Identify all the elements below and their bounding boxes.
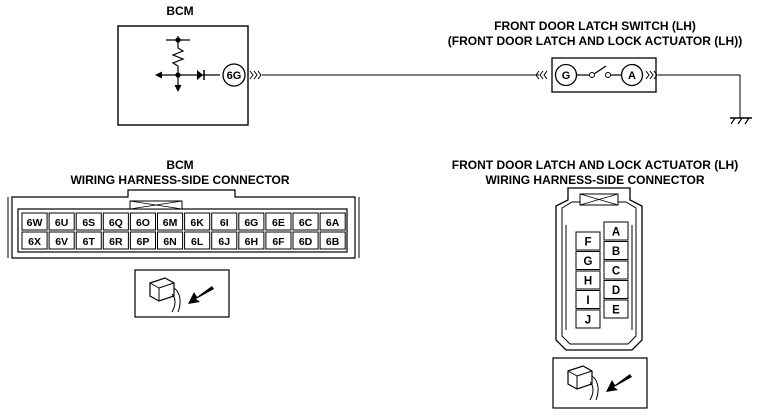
bcm-pin-cell <box>211 231 238 250</box>
bcm-pin-cell <box>48 231 75 250</box>
bcm-pin-cell <box>75 231 102 250</box>
bcm-pin-cell <box>265 212 292 231</box>
switch-contact-icon <box>593 65 607 75</box>
bcm-pin-label: 6H <box>245 236 258 248</box>
bcm-pin-cell <box>184 212 211 231</box>
actuator-pin-label: B <box>612 246 620 258</box>
actuator-pin-cell <box>603 299 629 319</box>
bcm-pin-cell <box>157 212 184 231</box>
diode-icon <box>197 70 205 80</box>
bcm-pin-label: 6D <box>299 236 313 248</box>
bcm-pin-cell <box>292 231 319 250</box>
bcm-pin-label: 6I <box>220 217 229 229</box>
bcm-pin-cell <box>319 212 346 231</box>
resistor-icon <box>171 47 185 67</box>
svg-text:A: A <box>628 70 636 82</box>
actuator-pin-label: A <box>612 227 620 239</box>
bcm-connector-title-2: WIRING HARNESS-SIDE CONNECTOR <box>70 173 290 187</box>
actuator-pin-cell <box>575 231 601 251</box>
switch-title-line-2: (FRONT DOOR LATCH AND LOCK ACTUATOR (LH)… <box>447 34 743 48</box>
bcm-pin-label: 6B <box>326 236 340 248</box>
actuator-pin-label: F <box>584 237 591 249</box>
bcm-pin-label: 6U <box>55 217 68 229</box>
actuator-pin-cell <box>603 280 629 299</box>
bcm-pin-label: 6J <box>218 236 230 248</box>
actuator-connector-title-1: FRONT DOOR LATCH AND LOCK ACTUATOR (LH) <box>451 158 739 172</box>
bcm-pin-label: 6G <box>244 217 258 229</box>
bcm-pin-cell <box>75 212 102 231</box>
actuator-pin-cell <box>575 290 601 309</box>
actuator-pin-label: H <box>584 276 592 288</box>
bcm-pin-cell <box>48 212 75 231</box>
bcm-pin-cell <box>102 231 129 250</box>
bcm-pin-label: 6E <box>272 217 285 229</box>
actuator-pin-cell <box>575 270 601 290</box>
actuator-pin-label: I <box>586 295 589 307</box>
connector-view-icon <box>134 269 230 318</box>
bcm-pin-cell <box>129 231 156 250</box>
actuator-pin-cell <box>603 221 629 241</box>
bcm-pin-cell <box>184 231 211 250</box>
bcm-pin-cell <box>238 212 265 231</box>
bcm-pin-label: 6A <box>326 217 340 229</box>
bcm-pin-cell <box>265 231 292 250</box>
bcm-pin-cell <box>21 212 48 231</box>
ground-icon <box>730 117 752 125</box>
bcm-pin-label: 6V <box>55 236 68 248</box>
bcm-pin-label: 6R <box>109 236 123 248</box>
bcm-pin-label: 6K <box>190 217 204 229</box>
bcm-connector-title-1: BCM <box>166 158 194 172</box>
bcm-pin-cell <box>238 231 265 250</box>
bcm-terminal-6g: 6G <box>222 63 262 87</box>
svg-text:G: G <box>562 70 571 82</box>
door-latch-switch: G A <box>535 57 658 93</box>
bcm-pin-label: 6Q <box>109 217 123 229</box>
actuator-pin-cell <box>575 309 601 329</box>
switch-title-line-1: FRONT DOOR LATCH SWITCH (LH) <box>494 19 696 33</box>
bcm-schematic-label: BCM <box>166 4 194 18</box>
svg-text:6G: 6G <box>227 70 242 82</box>
actuator-pin-cell <box>603 260 629 280</box>
bcm-pin-label: 6P <box>137 236 150 248</box>
bcm-pin-label: 6F <box>272 236 285 248</box>
bcm-pin-cell <box>157 231 184 250</box>
actuator-pin-cell <box>575 251 601 270</box>
bcm-pin-cell <box>21 231 48 250</box>
bcm-pin-label: 6C <box>299 217 313 229</box>
bcm-pin-label: 6S <box>82 217 95 229</box>
bcm-pin-label: 6N <box>163 236 176 248</box>
bcm-pin-label: 6M <box>163 217 178 229</box>
actuator-pin-label: C <box>612 266 620 278</box>
bcm-pin-cell <box>211 212 238 231</box>
bcm-pin-label: 6W <box>27 217 43 229</box>
actuator-pin-label: D <box>612 285 620 297</box>
actuator-connector-title-2: WIRING HARNESS-SIDE CONNECTOR <box>485 173 705 187</box>
actuator-pin-label: E <box>612 305 620 317</box>
bcm-pin-label: 6L <box>191 236 204 248</box>
actuator-pin-label: G <box>584 256 593 268</box>
actuator-pin-label: J <box>585 315 591 327</box>
bcm-pin-cell <box>129 212 156 231</box>
bcm-pin-cell <box>102 212 129 231</box>
bcm-pin-cell <box>319 231 346 250</box>
connector-view-icon-actuator <box>552 357 648 409</box>
bcm-module <box>117 25 249 126</box>
bcm-pin-label: 6X <box>28 236 41 248</box>
bcm-connector: 6W 6U 6S 6Q 6O 6M 6K 6I 6G 6E 6C 6A 6X 6V 6T 6R 6P 6N 6L 6J… <box>7 189 360 259</box>
actuator-pin-cell <box>603 241 629 260</box>
bcm-pin-label: 6T <box>83 236 96 248</box>
bcm-pin-cell <box>292 212 319 231</box>
bcm-pin-label: 6O <box>136 217 150 229</box>
wire-a-to-ground <box>658 74 741 118</box>
